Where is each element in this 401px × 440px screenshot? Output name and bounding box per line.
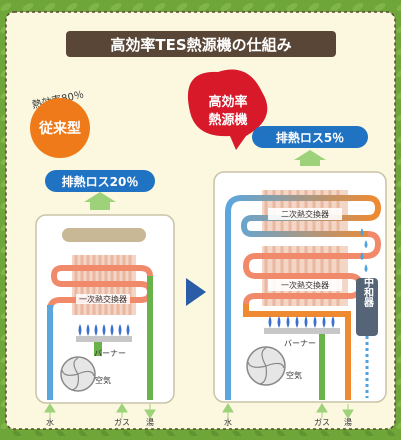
high-efficiency-hotwater-pipe	[243, 304, 351, 400]
high-efficiency-hotwater-arrow	[342, 404, 354, 419]
high-efficiency-water-pipe	[225, 195, 382, 400]
neutralizer-unit	[356, 278, 378, 336]
high-efficiency-badge-line2: 熱源機	[208, 112, 247, 128]
high-efficiency-primary-exchanger-label: 一次熱交換器	[281, 280, 329, 290]
conventional-loss-badge	[45, 170, 155, 192]
conventional-heat-exchanger	[47, 255, 154, 400]
high-efficiency-burner-base	[264, 328, 340, 334]
conventional-fan-blades	[61, 357, 95, 391]
high-efficiency-gas-label: ガス	[314, 417, 330, 427]
comparison-arrow-icon	[186, 278, 206, 306]
high-efficiency-loss-label: 排熱ロス5％	[276, 130, 344, 145]
high-efficiency-gas-arrow	[316, 403, 328, 418]
page-title: 高効率TES熱源機の仕組み	[110, 36, 291, 54]
conventional-exhaust-vent	[62, 228, 146, 242]
condensate-drops	[360, 228, 368, 272]
conventional-badge	[30, 98, 90, 158]
conventional-gas-feed	[94, 342, 102, 356]
high-efficiency-water-arrow	[222, 403, 234, 418]
high-efficiency-water-label: 水	[224, 417, 232, 427]
high-efficiency-badge-line1: 高効率	[208, 94, 247, 110]
conventional-burner-label: バーナー	[94, 349, 126, 358]
conventional-primary-exchanger-label: 一次熱交換器	[79, 294, 127, 304]
conventional-gas-arrow	[116, 403, 128, 418]
high-efficiency-loss-badge	[252, 126, 368, 148]
high-efficiency-burner-label: バーナー	[284, 339, 316, 348]
high-efficiency-badge	[187, 69, 268, 150]
conventional-water-label: 水	[46, 417, 54, 427]
conventional-gas-label: ガス	[114, 417, 130, 427]
conventional-air-label: 空気	[95, 375, 111, 385]
neutralizer-label: 中和器	[362, 276, 375, 308]
high-efficiency-fan-blades	[247, 347, 285, 385]
conventional-hotwater-label: 湯	[146, 417, 154, 427]
secondary-exchanger-label: 二次熱交換器	[281, 209, 329, 219]
high-efficiency-air-label: 空気	[286, 370, 302, 380]
conventional-badge-label: 従来型	[38, 120, 81, 137]
conventional-burner-flames	[78, 324, 130, 336]
high-efficiency-burner-flames	[268, 316, 335, 328]
high-efficiency-primary-coil	[242, 231, 382, 305]
conventional-hotwater-arrow	[144, 404, 156, 419]
conventional-exhaust-arrow	[84, 192, 116, 210]
conventional-loss-label: 排熱ロス20％	[62, 174, 139, 189]
title-bar	[66, 31, 336, 57]
conventional-water-arrow	[44, 403, 56, 418]
high-efficiency-hotwater-label: 湯	[344, 417, 352, 427]
high-efficiency-exhaust-arrow	[294, 150, 326, 166]
conventional-burner-base	[76, 336, 132, 342]
